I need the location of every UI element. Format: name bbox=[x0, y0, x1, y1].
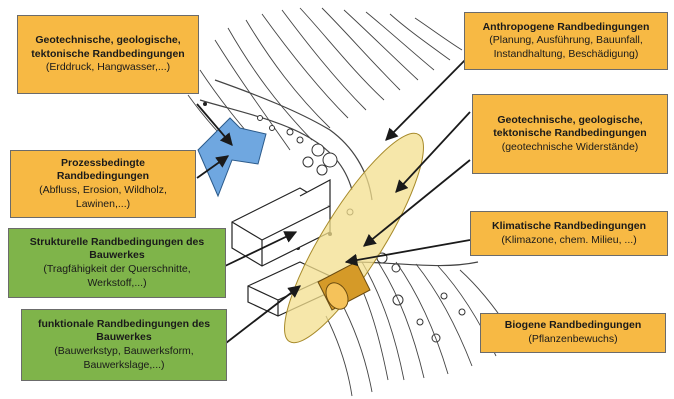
box-title: Geotechnische, geologische, tektonische … bbox=[477, 114, 663, 141]
box-anthropogenic: Anthropogene Randbedingungen (Planung, A… bbox=[464, 12, 668, 70]
box-structural: Strukturelle Randbedingungen des Bauwerk… bbox=[8, 228, 226, 298]
box-title: Strukturelle Randbedingungen des Bauwerk… bbox=[13, 236, 221, 263]
water-flow-icon bbox=[198, 118, 266, 196]
box-process: Prozessbedingte Randbedingungen (Abfluss… bbox=[10, 150, 196, 218]
box-title: Klimatische Randbedingungen bbox=[492, 220, 646, 234]
box-title: Prozessbedingte Randbedingungen bbox=[15, 157, 191, 184]
box-detail: (Pflanzenbewuchs) bbox=[528, 333, 617, 347]
box-detail: (geotechnische Widerstände) bbox=[502, 141, 639, 155]
box-detail: (Tragfähigkeit der Querschnitte, Werksto… bbox=[13, 263, 221, 290]
box-detail: (Bauwerkstyp, Bauwerksform, Bauwerkslage… bbox=[26, 345, 222, 372]
box-geotechnical-top-left: Geotechnische, geologische, tektonische … bbox=[17, 15, 199, 94]
box-title: Anthropogene Randbedingungen bbox=[483, 21, 650, 35]
box-title: funktionale Randbedingungen des Bauwerke… bbox=[26, 318, 222, 345]
box-functional: funktionale Randbedingungen des Bauwerke… bbox=[21, 309, 227, 381]
box-detail: (Erddruck, Hangwasser,...) bbox=[46, 61, 170, 75]
box-biogenic: Biogene Randbedingungen (Pflanzenbewuchs… bbox=[480, 313, 666, 353]
box-detail: (Abfluss, Erosion, Wildholz, Lawinen,...… bbox=[15, 184, 191, 211]
box-title: Geotechnische, geologische, tektonische … bbox=[22, 34, 194, 61]
box-geotechnical-right: Geotechnische, geologische, tektonische … bbox=[472, 94, 668, 174]
box-detail: (Planung, Ausführung, Bauunfall, Instand… bbox=[469, 34, 663, 61]
box-climatic: Klimatische Randbedingungen (Klimazone, … bbox=[470, 211, 668, 256]
box-detail: (Klimazone, chem. Milieu, ...) bbox=[501, 234, 636, 248]
box-title: Biogene Randbedingungen bbox=[505, 319, 642, 333]
